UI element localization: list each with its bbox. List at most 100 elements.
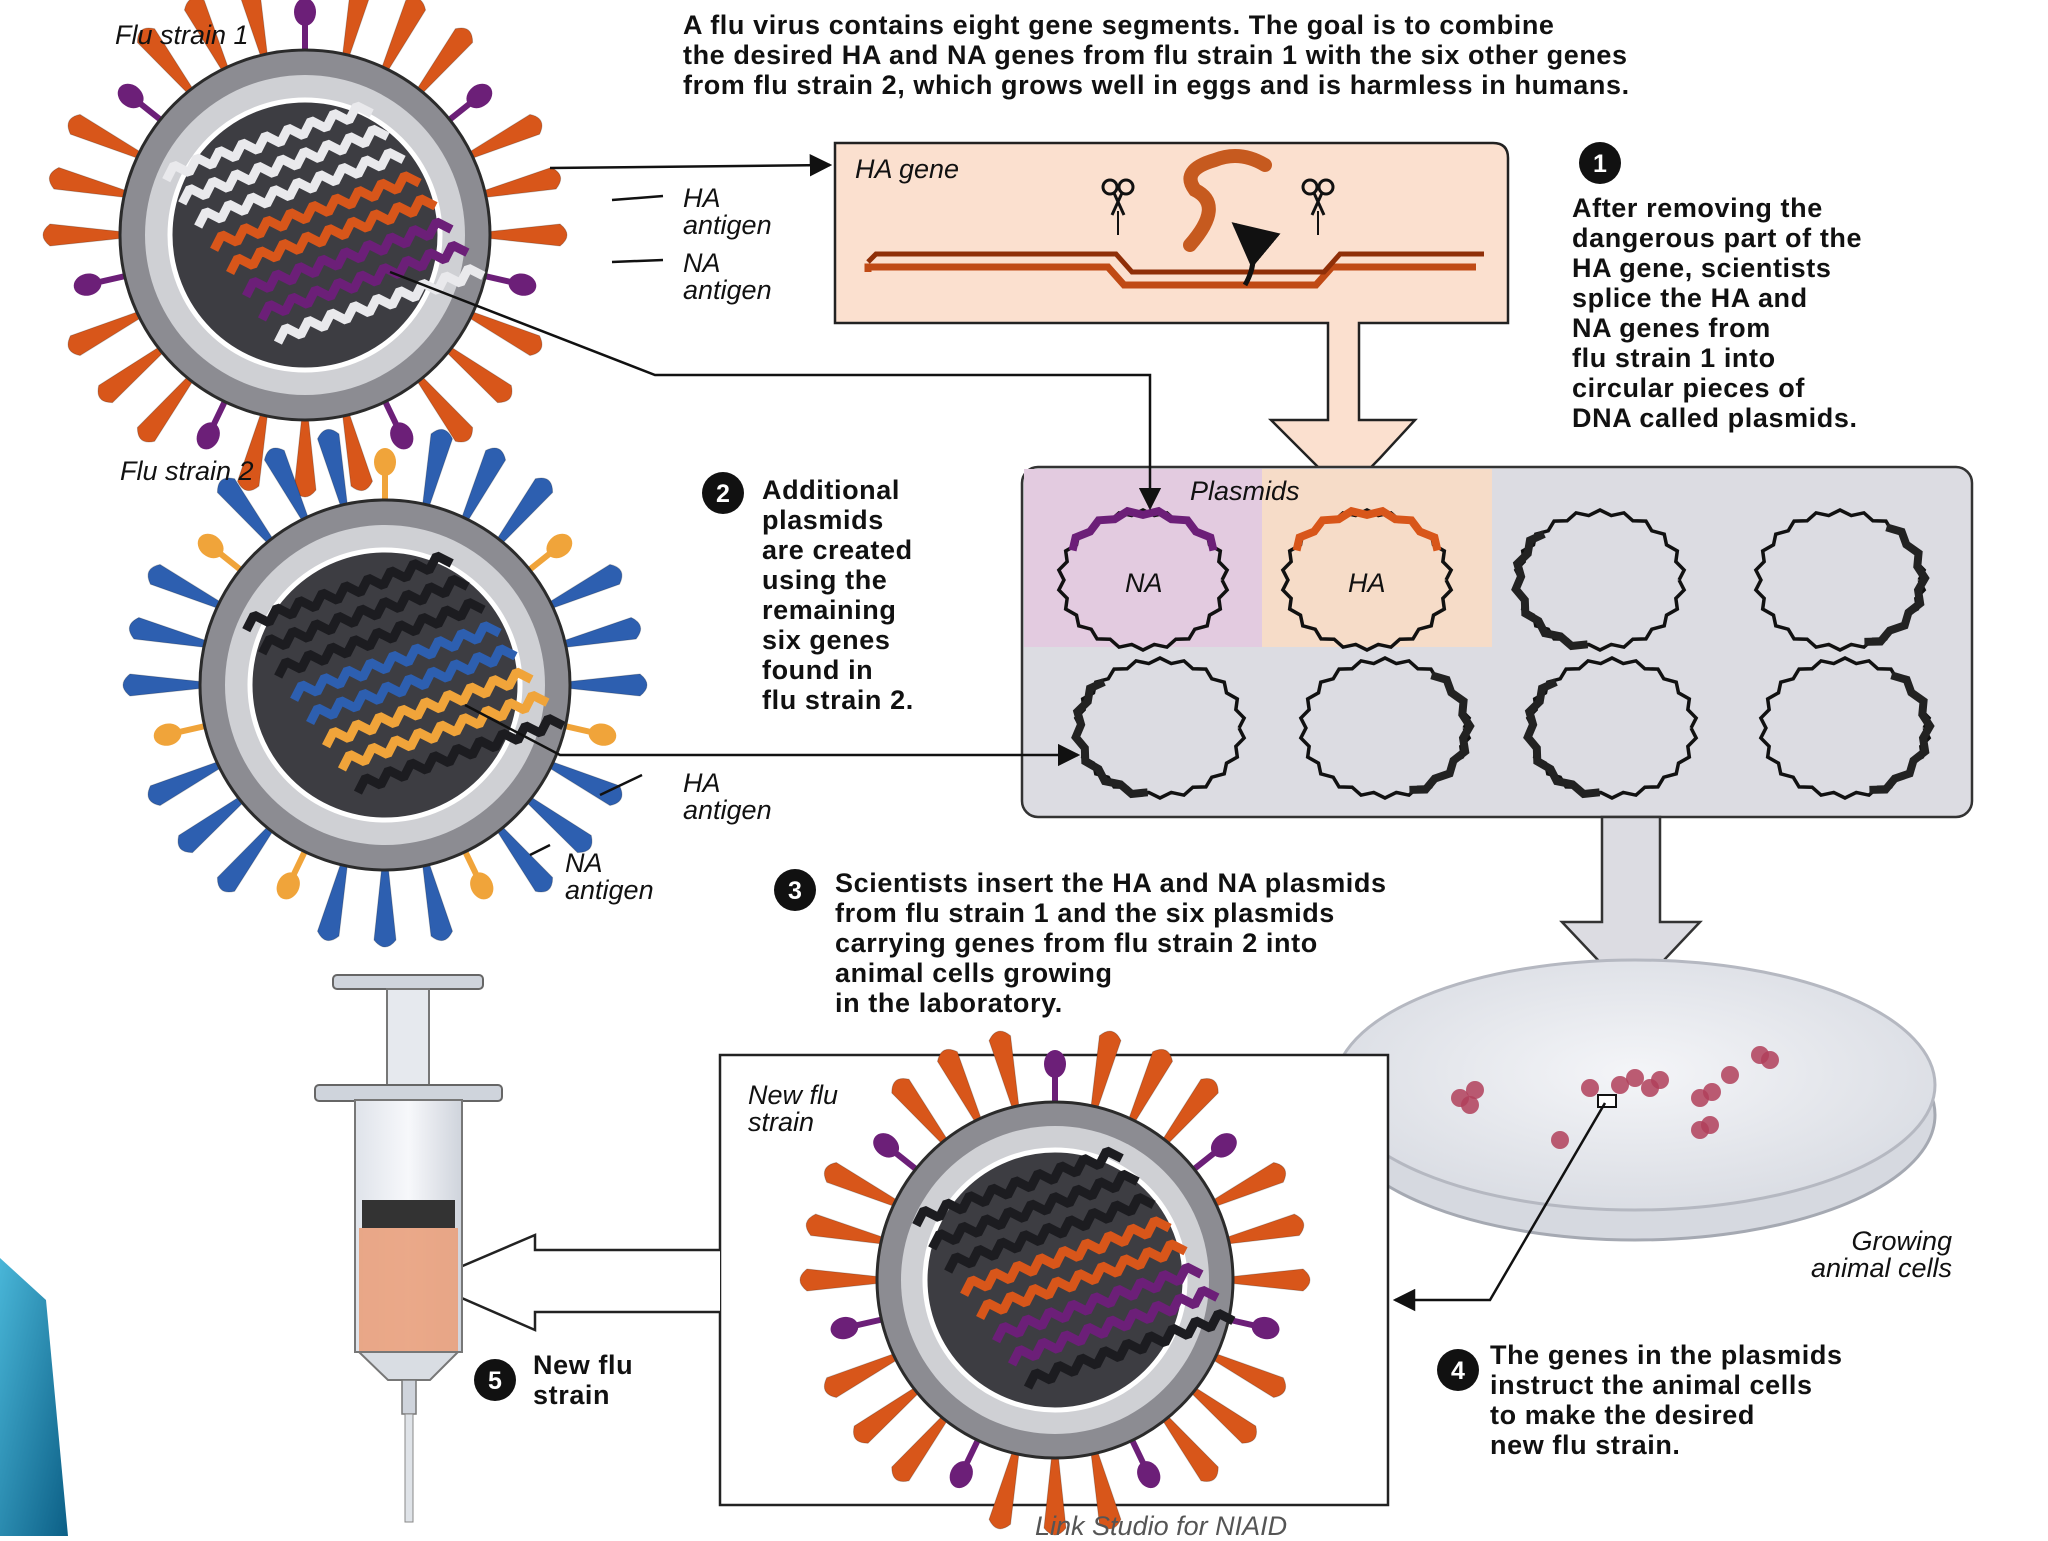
spike <box>42 223 126 247</box>
gene-segment <box>992 1262 1204 1344</box>
plasmid-gene-insert <box>1864 523 1930 646</box>
removal-arrow <box>1231 222 1281 287</box>
spike <box>465 113 543 161</box>
spike <box>379 0 427 75</box>
mushroom-head <box>546 533 573 559</box>
mushroom-head <box>197 533 224 559</box>
new-flu-strain-box <box>718 1030 1390 1536</box>
gene-segment <box>912 1146 1124 1228</box>
animal-cell <box>1551 1131 1569 1149</box>
animal-cell <box>1461 1096 1479 1114</box>
scissors-icon <box>1301 178 1335 235</box>
spike <box>421 428 454 511</box>
mushroom-head <box>374 448 396 476</box>
step-4-text: The genes in the plasmids instruct the a… <box>1490 1340 1843 1460</box>
mushroom-head <box>508 273 537 296</box>
mushroom-head <box>873 1133 900 1158</box>
step-badge <box>1437 1349 1479 1391</box>
spike <box>1222 1213 1305 1245</box>
plasmid-gene-insert <box>1068 506 1218 552</box>
ha-gene-box <box>833 141 1510 496</box>
flu-strain-1-label: Flu strain 1 <box>115 20 249 50</box>
spike <box>341 0 370 61</box>
gene-segment <box>944 1193 1156 1274</box>
step-badge-number: 1 <box>1593 150 1607 178</box>
spike <box>97 344 167 404</box>
spike <box>799 1268 883 1292</box>
panel-to-dish-arrow <box>1559 815 1703 997</box>
step-3-text: Scientists insert the HA and NA plasmids… <box>835 868 1387 1018</box>
mushroom-head <box>153 723 182 746</box>
spike <box>484 223 568 247</box>
gene-segment <box>1007 1285 1220 1367</box>
spike <box>988 1447 1020 1530</box>
spike <box>564 673 648 697</box>
spike <box>316 859 349 942</box>
gene-segment <box>306 644 518 726</box>
spike <box>1227 1268 1311 1292</box>
petri-dish <box>1333 958 1937 1242</box>
spike <box>240 0 269 61</box>
mushroom-head <box>1251 1316 1280 1340</box>
spike <box>443 344 513 404</box>
plasmid-gene-insert <box>1869 671 1935 794</box>
growing-animal-cells-label: Growing animal cells <box>1810 1226 1952 1283</box>
spike <box>988 1030 1020 1113</box>
scissors-icon <box>1101 178 1135 235</box>
gene-segment <box>242 217 454 299</box>
spike <box>136 373 196 443</box>
step-badge-number: 2 <box>716 480 730 508</box>
mushroom-head <box>588 723 617 746</box>
animal-cell <box>1626 1069 1644 1087</box>
mushroom-head <box>1137 1461 1161 1489</box>
spike <box>67 113 145 161</box>
animal-cell <box>1651 1071 1669 1089</box>
box-to-syringe-arrow <box>421 1233 720 1332</box>
spike <box>122 673 206 697</box>
spike <box>559 616 642 649</box>
gene-segment <box>1023 1309 1236 1390</box>
spike <box>177 794 247 854</box>
ha-gene-strand-back <box>866 251 1484 275</box>
gene-segment <box>194 148 406 229</box>
step-1-text: After removing the dangerous part of the… <box>1572 193 1863 433</box>
strain-2-ha-antigen-label: HA antigen <box>683 768 772 825</box>
plasmid-gene-insert <box>1511 530 1589 651</box>
spike <box>1126 1048 1174 1127</box>
mushroom-head <box>196 422 220 450</box>
step-2-text: Additional plasmids are created using th… <box>762 475 914 715</box>
ha-gene-label: HA gene <box>855 154 960 184</box>
spike <box>216 823 276 893</box>
spike <box>494 823 554 893</box>
removed-ha-fragment <box>1183 149 1272 252</box>
gene-segment <box>273 264 486 345</box>
spike <box>1159 1412 1219 1482</box>
animal-cell <box>1701 1116 1719 1134</box>
flu-strain-1-virus <box>42 0 568 498</box>
spike <box>805 1213 888 1245</box>
step-badge <box>474 1359 516 1401</box>
step-badge-number: 4 <box>1451 1357 1465 1385</box>
spike <box>128 616 211 649</box>
plasmid-gene-insert <box>1292 506 1442 552</box>
gene-segment <box>274 598 486 679</box>
mushroom-head <box>294 0 316 26</box>
animal-cell <box>1761 1051 1779 1069</box>
spike <box>136 27 196 97</box>
step-badge <box>1579 142 1621 184</box>
spike <box>1159 1078 1219 1148</box>
credit-text: Link Studio for NIAID <box>1035 1511 1288 1541</box>
spike <box>216 477 276 547</box>
spike <box>48 166 131 199</box>
mushroom-head <box>117 83 144 109</box>
cell-sample-marker <box>1597 1094 1617 1108</box>
spike <box>1090 1447 1122 1530</box>
spike <box>1208 1351 1287 1399</box>
spike <box>891 1412 951 1482</box>
flu-strain-2-label: Flu strain 2 <box>120 456 254 486</box>
animal-cell <box>1611 1076 1629 1094</box>
mushroom-head <box>470 872 494 900</box>
step-badge <box>774 869 816 911</box>
gene-segment <box>258 574 470 656</box>
